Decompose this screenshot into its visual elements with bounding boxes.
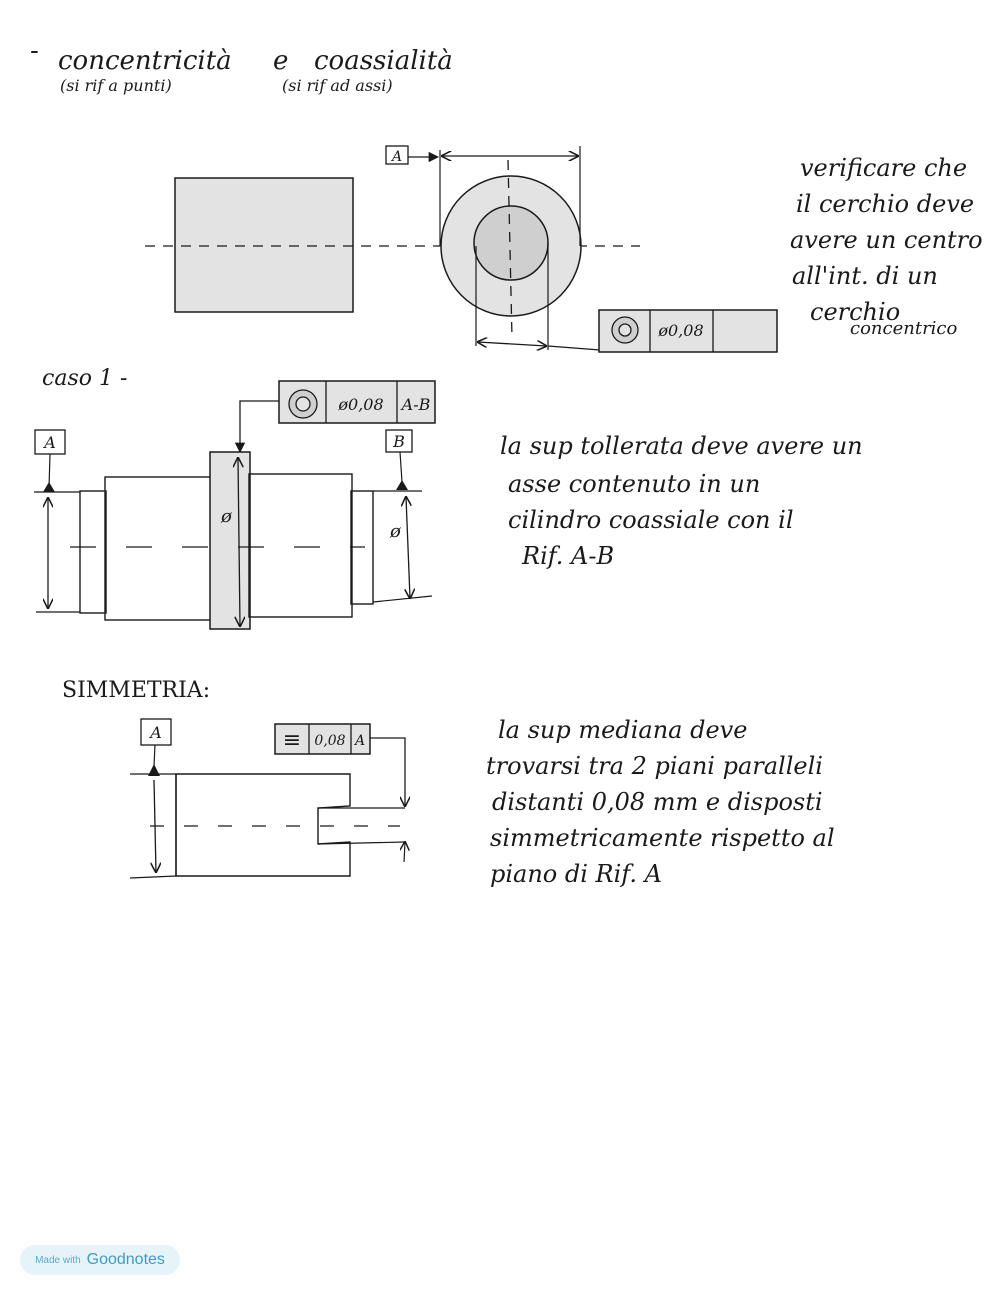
case1-title: caso 1 - [42,366,128,391]
datum-b-box [385,429,413,453]
datum-a-box-3 [140,718,172,746]
title-concentricity: concentricità [58,46,232,76]
symmetry-title: SIMMETRIA: [62,678,211,703]
note3-line2: trovarsi tra 2 piani paralleli [486,752,823,780]
shaft-left-step [79,490,107,614]
note3-line1: la sup mediana deve [498,716,748,744]
title-coaxiality: coassialità [314,46,453,76]
inner-diameter-dimension [478,342,546,346]
fcf1-leader [547,345,601,351]
note2-line2: asse contenuto in un [508,470,761,498]
fcf3-leader [370,737,405,806]
note1-line3: avere un centro [790,226,983,254]
note3-line4: simmetricamente rispetto al [490,824,835,852]
note2-line3: cilindro coassiale con il [508,506,794,534]
subtitle-points: (si rif a punti) [60,76,172,95]
tolerated-collar [209,451,251,630]
collar-dimension [238,458,240,626]
datum-b-label: B [392,432,405,451]
vertical-center-line [507,159,513,339]
note1-line5: cerchio [810,298,901,326]
fcf2-reference: A-B [400,395,431,414]
shaft-right-body [248,473,353,618]
fcf3-reference: A [353,733,365,749]
symmetry-part [175,773,351,877]
note3-line5: piano di Rif. A [490,860,662,888]
title-dash: - [30,36,39,66]
symmetry-symbol-icon: ≡ [283,728,301,753]
fcf3-tolerance: 0,08 [314,733,345,749]
fcf3-frame [274,723,371,755]
datum-a-label-2: A [42,433,56,452]
datum-b-dimension [406,497,410,598]
note2-line4: Rif. A-B [522,542,615,570]
datum-b-dim-symbol: ø [389,521,402,542]
datum-a-label: A [390,149,402,165]
fcf1-tolerance: ø0,08 [657,321,703,340]
note1-line2: il cerchio deve [796,190,975,218]
part-side-view [174,177,354,313]
title-and: e [273,46,289,76]
fcf2-leader [234,400,279,454]
fcf2-tolerance: ø0,08 [337,395,383,414]
goodnotes-badge: Made with Goodnotes [20,1245,180,1275]
datum-a-label-3: A [148,723,162,742]
subtitle-axes: (si rif ad assi) [282,76,393,95]
datum-a-box-2 [34,429,66,455]
note1-line4: all'int. di un [792,262,938,290]
note2-line1: la sup tollerata deve avere un [500,432,863,460]
badge-small-text: Made with [35,1254,81,1266]
collar-dim-symbol: ø [220,506,233,527]
shaft-left-body [104,476,212,621]
note1-line6: concentrico [850,318,958,339]
note3-line3: distanti 0,08 mm e disposti [492,788,823,816]
badge-brand-text: Goodnotes [86,1251,165,1268]
note1-line1: verificare che [800,154,968,182]
datum-a-box [385,145,409,165]
